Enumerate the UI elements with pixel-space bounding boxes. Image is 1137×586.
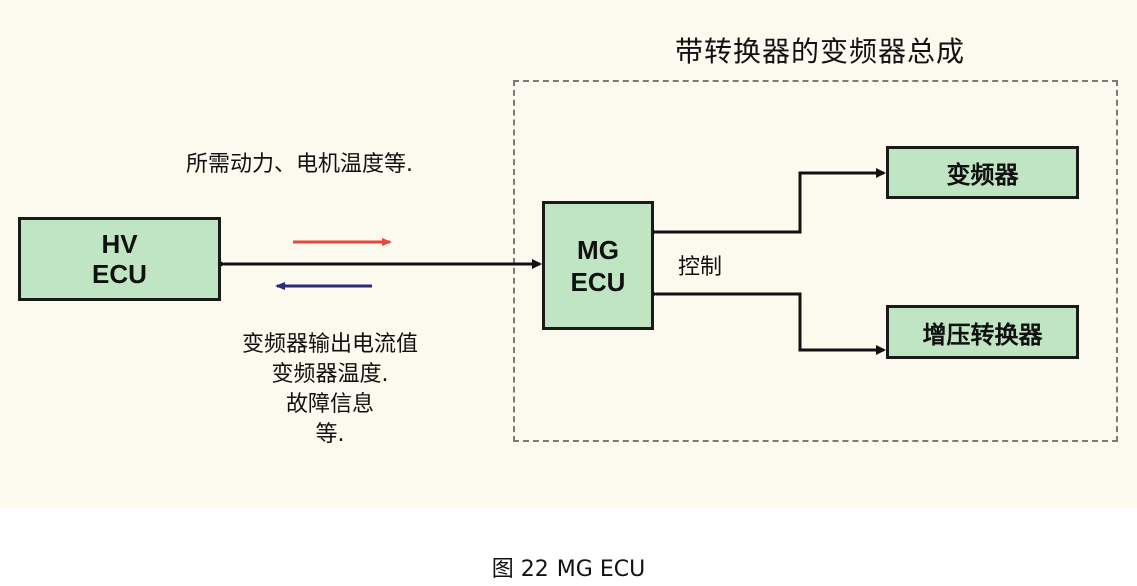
figure-number: 图 22: [491, 557, 549, 582]
feedback-line: 变频器温度.: [271, 362, 389, 387]
mg-ecu-line2: ECU: [570, 266, 626, 297]
hv-ecu-line2: ECU: [92, 259, 147, 289]
assembly-title: 带转换器的变频器总成: [674, 35, 965, 68]
hv-ecu-line1: HV: [101, 229, 138, 259]
inverter-block: 变频器: [886, 146, 1079, 199]
feedback-line: 变频器输出电流值: [241, 332, 418, 357]
feedback-line: 故障信息: [285, 392, 374, 417]
inverter-label: 变频器: [946, 162, 1019, 189]
mg-ecu-line1: MG: [577, 234, 619, 265]
figure-caption: 图 22 MG ECU: [0, 551, 1137, 583]
mg-inverter-link: [648, 168, 886, 237]
boost-converter-block: 增压转换器: [886, 305, 1079, 359]
mg-ecu-block: MG ECU: [542, 201, 654, 330]
boost-converter-label: 增压转换器: [922, 321, 1043, 349]
control-label: 控制: [678, 255, 723, 280]
hv-ecu-block: HV ECU: [18, 217, 221, 301]
feedback-line: 等.: [315, 422, 345, 447]
figure-title: MG ECU: [556, 557, 646, 582]
mg-boost-link: [648, 289, 886, 355]
feedback-signals-label: 变频器输出电流值 变频器温度. 故障信息 等.: [190, 330, 470, 450]
request-signals-label: 所需动力、电机温度等.: [186, 152, 413, 177]
